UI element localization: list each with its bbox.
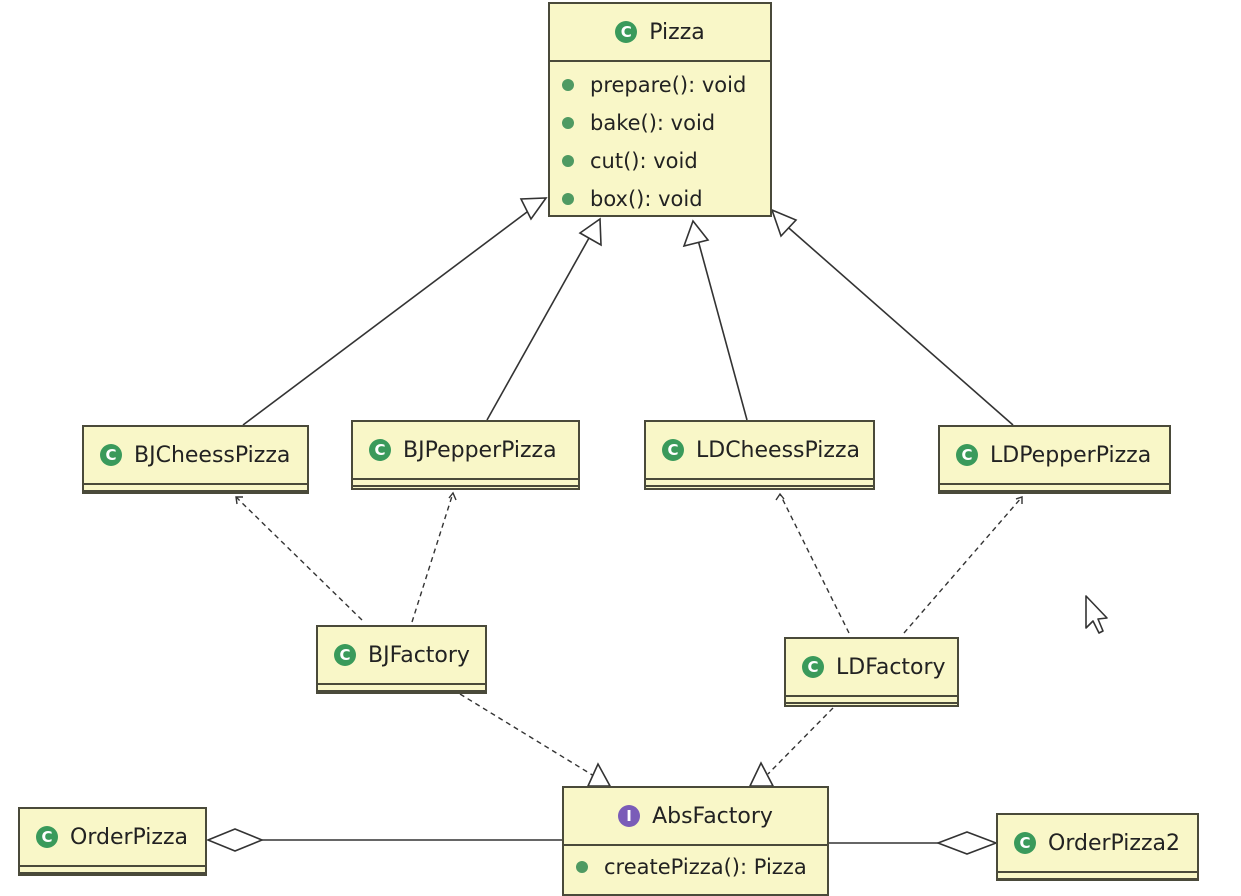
method-item: prepare(): void	[550, 66, 770, 104]
method-signature: cut(): void	[590, 149, 698, 173]
edge-ldfactory-ldcheess	[779, 493, 850, 634]
method-item: cut(): void	[550, 142, 770, 180]
class-ldpepperpizza[interactable]: C LDPepperPizza	[938, 425, 1171, 494]
public-method-icon	[562, 155, 574, 167]
class-header: C BJPepperPizza	[353, 422, 578, 478]
edge-ldfactory-absfactory	[767, 707, 834, 775]
divider	[84, 483, 307, 485]
public-method-icon	[562, 79, 574, 91]
dependency-arrowhead	[1015, 496, 1023, 504]
method-item: createPizza(): Pizza	[564, 848, 827, 886]
class-name: LDPepperPizza	[990, 442, 1152, 468]
class-header: C LDFactory	[786, 639, 957, 695]
divider	[318, 690, 485, 692]
edge-ldpepper-pizza	[781, 221, 1014, 426]
generalization-arrowhead	[578, 217, 602, 247]
class-pizza[interactable]: C Pizza prepare(): void bake(): void cut…	[548, 2, 772, 217]
divider	[353, 485, 578, 487]
divider	[353, 478, 578, 480]
public-method-icon	[562, 193, 574, 205]
edge-bjfactory-absfactory	[459, 693, 595, 777]
class-icon: C	[1014, 832, 1036, 854]
interface-absfactory[interactable]: I AbsFactory createPizza(): Pizza	[562, 786, 829, 896]
class-name: OrderPizza2	[1048, 830, 1180, 856]
class-pizza-header: C Pizza	[550, 4, 770, 60]
class-icon: C	[615, 21, 638, 43]
divider	[646, 485, 873, 487]
divider	[940, 490, 1169, 492]
class-header: C OrderPizza	[20, 809, 205, 865]
edge-bjfactory-bjpepper	[411, 492, 454, 623]
class-icon: C	[662, 439, 684, 461]
divider	[20, 865, 205, 867]
aggregation-diamond	[205, 828, 265, 852]
divider	[550, 60, 770, 62]
public-method-icon	[576, 861, 588, 873]
divider	[564, 844, 827, 846]
class-ldfactory[interactable]: C LDFactory	[784, 637, 959, 707]
divider	[318, 683, 485, 685]
class-icon: C	[36, 826, 58, 848]
edge-bjfactory-bjcheess	[235, 496, 363, 621]
class-icon: C	[802, 656, 824, 678]
class-name: BJPepperPizza	[403, 437, 557, 463]
class-name: Pizza	[649, 19, 705, 45]
interface-icon: I	[618, 805, 641, 827]
class-name: BJCheessPizza	[134, 442, 291, 468]
divider	[786, 695, 957, 697]
dependency-arrowhead	[448, 491, 457, 501]
class-bjpepperpizza[interactable]: C BJPepperPizza	[351, 420, 580, 490]
divider	[998, 871, 1197, 873]
class-bjcheesspizza[interactable]: C BJCheessPizza	[82, 425, 309, 494]
method-item: bake(): void	[550, 104, 770, 142]
edge-ldfactory-ldpepper	[903, 496, 1023, 634]
divider	[940, 483, 1169, 485]
edge-bjpepper-pizza	[486, 237, 590, 421]
method-signature: box(): void	[590, 187, 703, 211]
generalization-arrowhead	[519, 197, 548, 221]
method-item: box(): void	[550, 180, 770, 218]
divider	[646, 478, 873, 480]
class-icon: C	[956, 444, 978, 466]
divider	[998, 878, 1197, 880]
dependency-arrowhead	[775, 492, 785, 501]
method-signature: prepare(): void	[590, 73, 747, 97]
class-name: OrderPizza	[70, 824, 188, 850]
class-header: C OrderPizza2	[998, 815, 1197, 871]
mouse-cursor-icon	[1085, 595, 1108, 634]
class-icon: C	[100, 444, 122, 466]
generalization-arrowhead	[682, 219, 710, 248]
method-signature: bake(): void	[590, 111, 716, 135]
public-method-icon	[562, 117, 574, 129]
aggregation-diamond	[935, 831, 999, 855]
generalization-arrowhead	[770, 208, 798, 238]
class-name: LDCheessPizza	[696, 437, 860, 463]
method-signature: createPizza(): Pizza	[604, 855, 807, 879]
class-header: C BJFactory	[318, 627, 485, 683]
method-list: createPizza(): Pizza	[564, 846, 827, 890]
divider	[786, 702, 957, 704]
class-icon: C	[334, 644, 356, 666]
class-ldcheesspizza[interactable]: C LDCheessPizza	[644, 420, 875, 490]
edge-ldcheess-pizza	[697, 239, 748, 421]
interface-header: I AbsFactory	[564, 788, 827, 844]
class-orderpizza[interactable]: C OrderPizza	[18, 807, 207, 876]
class-name: LDFactory	[836, 654, 946, 680]
divider	[84, 490, 307, 492]
class-header: C BJCheessPizza	[84, 427, 307, 483]
class-icon: C	[369, 439, 391, 461]
edge-bjcheess-pizza	[242, 205, 536, 426]
method-list: prepare(): void bake(): void cut(): void…	[550, 62, 770, 222]
realization-arrowhead	[748, 761, 775, 787]
class-header: C LDPepperPizza	[940, 427, 1169, 483]
class-bjfactory[interactable]: C BJFactory	[316, 625, 487, 694]
class-header: C LDCheessPizza	[646, 422, 873, 478]
divider	[20, 872, 205, 874]
dependency-arrowhead	[235, 496, 243, 505]
class-orderpizza2[interactable]: C OrderPizza2	[996, 813, 1199, 881]
class-name: BJFactory	[368, 642, 470, 668]
interface-name: AbsFactory	[652, 803, 773, 829]
